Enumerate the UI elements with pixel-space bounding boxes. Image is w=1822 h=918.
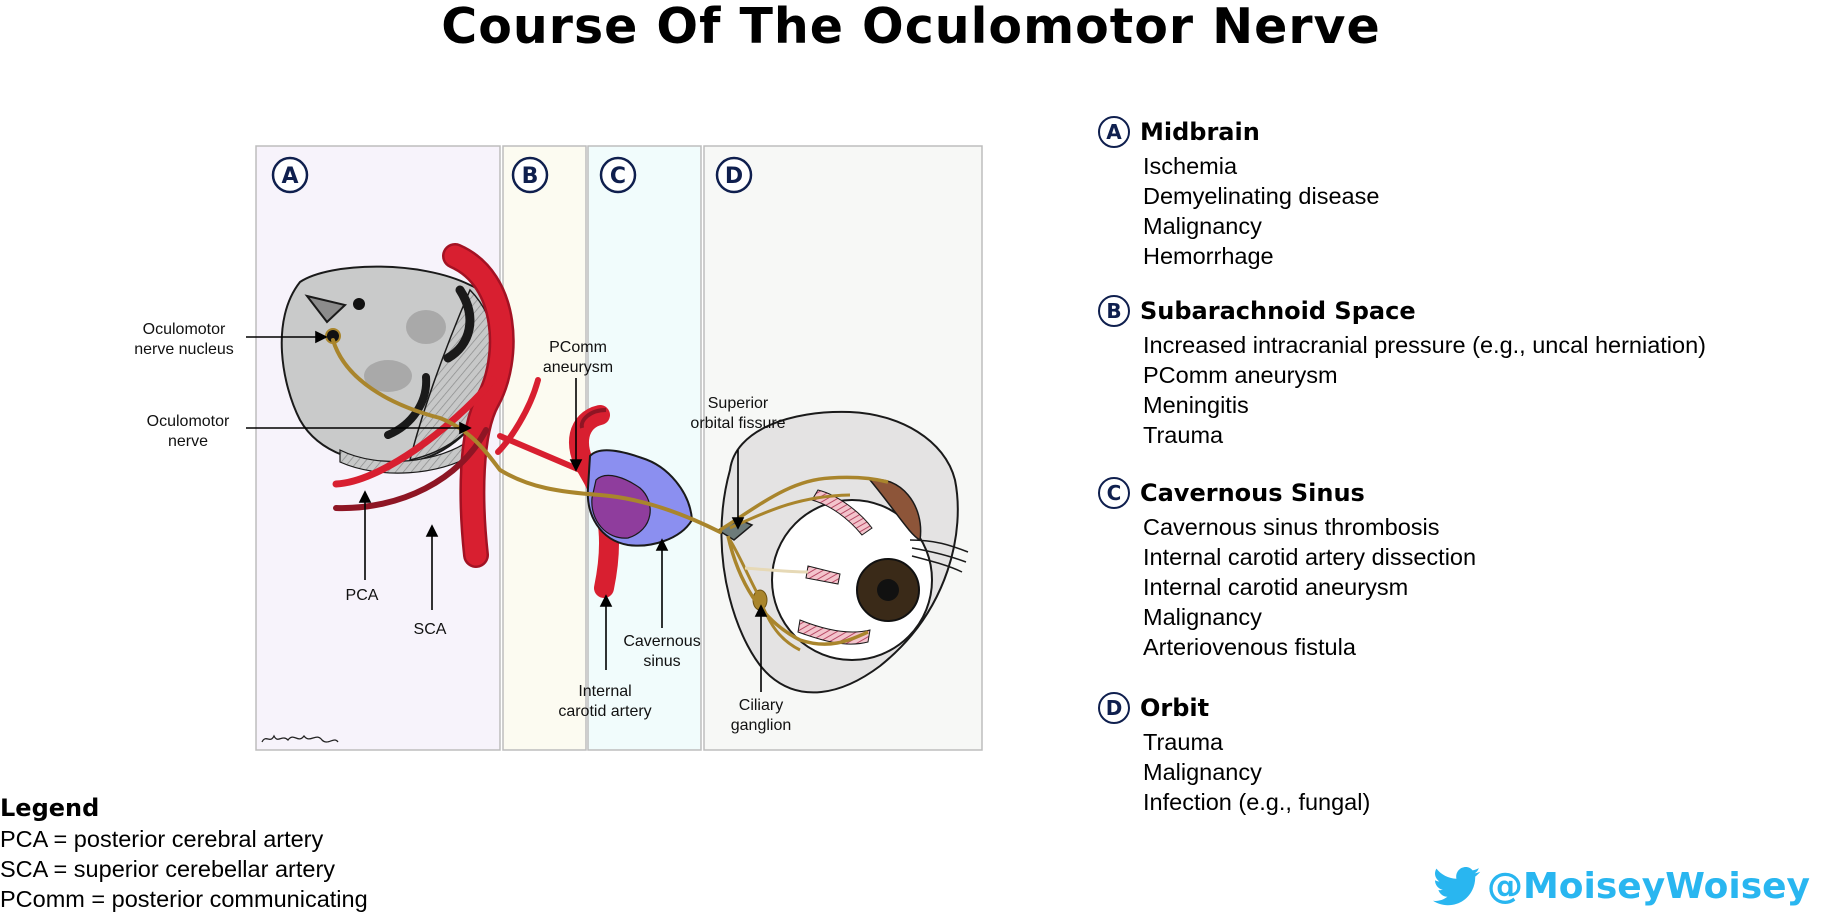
section-subarachnoid-space: B Subarachnoid Space Increased intracrani… [1098, 292, 1706, 450]
section-badge: A [1098, 116, 1130, 148]
list-item: PComm aneurysm [1143, 362, 1338, 388]
legend-item: PComm = posterior communicating [0, 886, 368, 912]
legend-title: Legend [0, 794, 100, 822]
section-title: Midbrain [1140, 118, 1260, 146]
list-item: Ischemia [1143, 153, 1238, 179]
list-item: Malignancy [1143, 213, 1262, 239]
list-item: Arteriovenous fistula [1143, 634, 1356, 660]
label-internal-carotid-2: carotid artery [558, 703, 651, 720]
legend: Legend PCA = posterior cerebral artery S… [0, 792, 368, 914]
section-orbit: D Orbit Trauma Malignancy Infection (e.g.… [1098, 689, 1370, 817]
label-oculomotor-nucleus-2: nerve nucleus [134, 341, 234, 358]
svg-text:A: A [281, 164, 298, 189]
section-badge: B [1098, 295, 1130, 327]
section-title: Subarachnoid Space [1140, 297, 1416, 325]
artist-signature [261, 734, 339, 743]
section-midbrain: A Midbrain Ischemia Demyelinating disease… [1098, 113, 1379, 271]
legend-item: SCA = superior cerebellar artery [0, 856, 336, 882]
svg-text:D: D [725, 164, 743, 189]
twitter-bird-icon [1432, 866, 1481, 905]
handle-text: @MoiseyWoisey [1486, 866, 1810, 907]
twitter-handle[interactable]: @MoiseyWoisey [1432, 866, 1810, 907]
legend-item: PCA = posterior cerebral artery [0, 826, 324, 852]
diagram-labels: Oculomotor nerve nucleus Oculomotor nerv… [134, 321, 791, 734]
panel-c [587, 145, 702, 751]
label-ciliary-ganglion: Ciliary [739, 697, 783, 714]
page-title: Course Of The Oculomotor Nerve [441, 0, 1381, 55]
list-item: Internal carotid aneurysm [1143, 574, 1409, 600]
list-item: Trauma [1143, 422, 1224, 448]
list-item: Malignancy [1143, 604, 1262, 630]
label-pcomm-aneurysm: PComm [549, 339, 607, 356]
section-title: Orbit [1140, 694, 1210, 722]
label-sca: SCA [414, 621, 447, 638]
label-superior-orbital-fissure: Superior [708, 395, 769, 412]
label-oculomotor-nerve-2: nerve [168, 433, 208, 450]
section-badge: D [1098, 692, 1130, 724]
label-oculomotor-nucleus: Oculomotor [143, 321, 226, 338]
list-item: Trauma [1143, 729, 1224, 755]
label-cavernous-sinus: Cavernous [623, 633, 700, 650]
panel-a-badge: A [271, 156, 309, 194]
label-pcomm-aneurysm-2: aneurysm [543, 359, 613, 376]
svg-text:C: C [610, 164, 626, 189]
list-item: Demyelinating disease [1143, 183, 1380, 209]
list-item: Hemorrhage [1143, 243, 1274, 269]
panel-d-badge: D [715, 156, 753, 194]
leader-arrows [246, 330, 768, 692]
label-cavernous-sinus-2: sinus [643, 653, 680, 670]
section-cavernous-sinus: C Cavernous Sinus Cavernous sinus thrombo… [1098, 474, 1476, 662]
list-item: Meningitis [1143, 392, 1249, 418]
list-item: Internal carotid artery dissection [1143, 544, 1477, 570]
svg-text:B: B [522, 164, 539, 189]
label-internal-carotid: Internal [578, 683, 631, 700]
label-pca: PCA [346, 587, 379, 604]
panel-c-badge: C [599, 156, 637, 194]
label-ciliary-ganglion-2: ganglion [731, 717, 792, 734]
label-superior-orbital-fissure-2: orbital fissure [690, 415, 785, 432]
section-badge: C [1098, 477, 1130, 509]
orbit-illustration [716, 410, 969, 694]
list-item: Increased intracranial pressure (e.g., u… [1143, 332, 1706, 358]
panel-b-badge: B [511, 156, 549, 194]
list-item: Infection (e.g., fungal) [1143, 789, 1371, 815]
oculomotor-nerve-path [331, 338, 889, 652]
section-title: Cavernous Sinus [1140, 479, 1365, 507]
list-item: Cavernous sinus thrombosis [1143, 514, 1440, 540]
cavernous-sinus [586, 449, 694, 547]
label-oculomotor-nerve: Oculomotor [147, 413, 230, 430]
list-item: Malignancy [1143, 759, 1262, 785]
